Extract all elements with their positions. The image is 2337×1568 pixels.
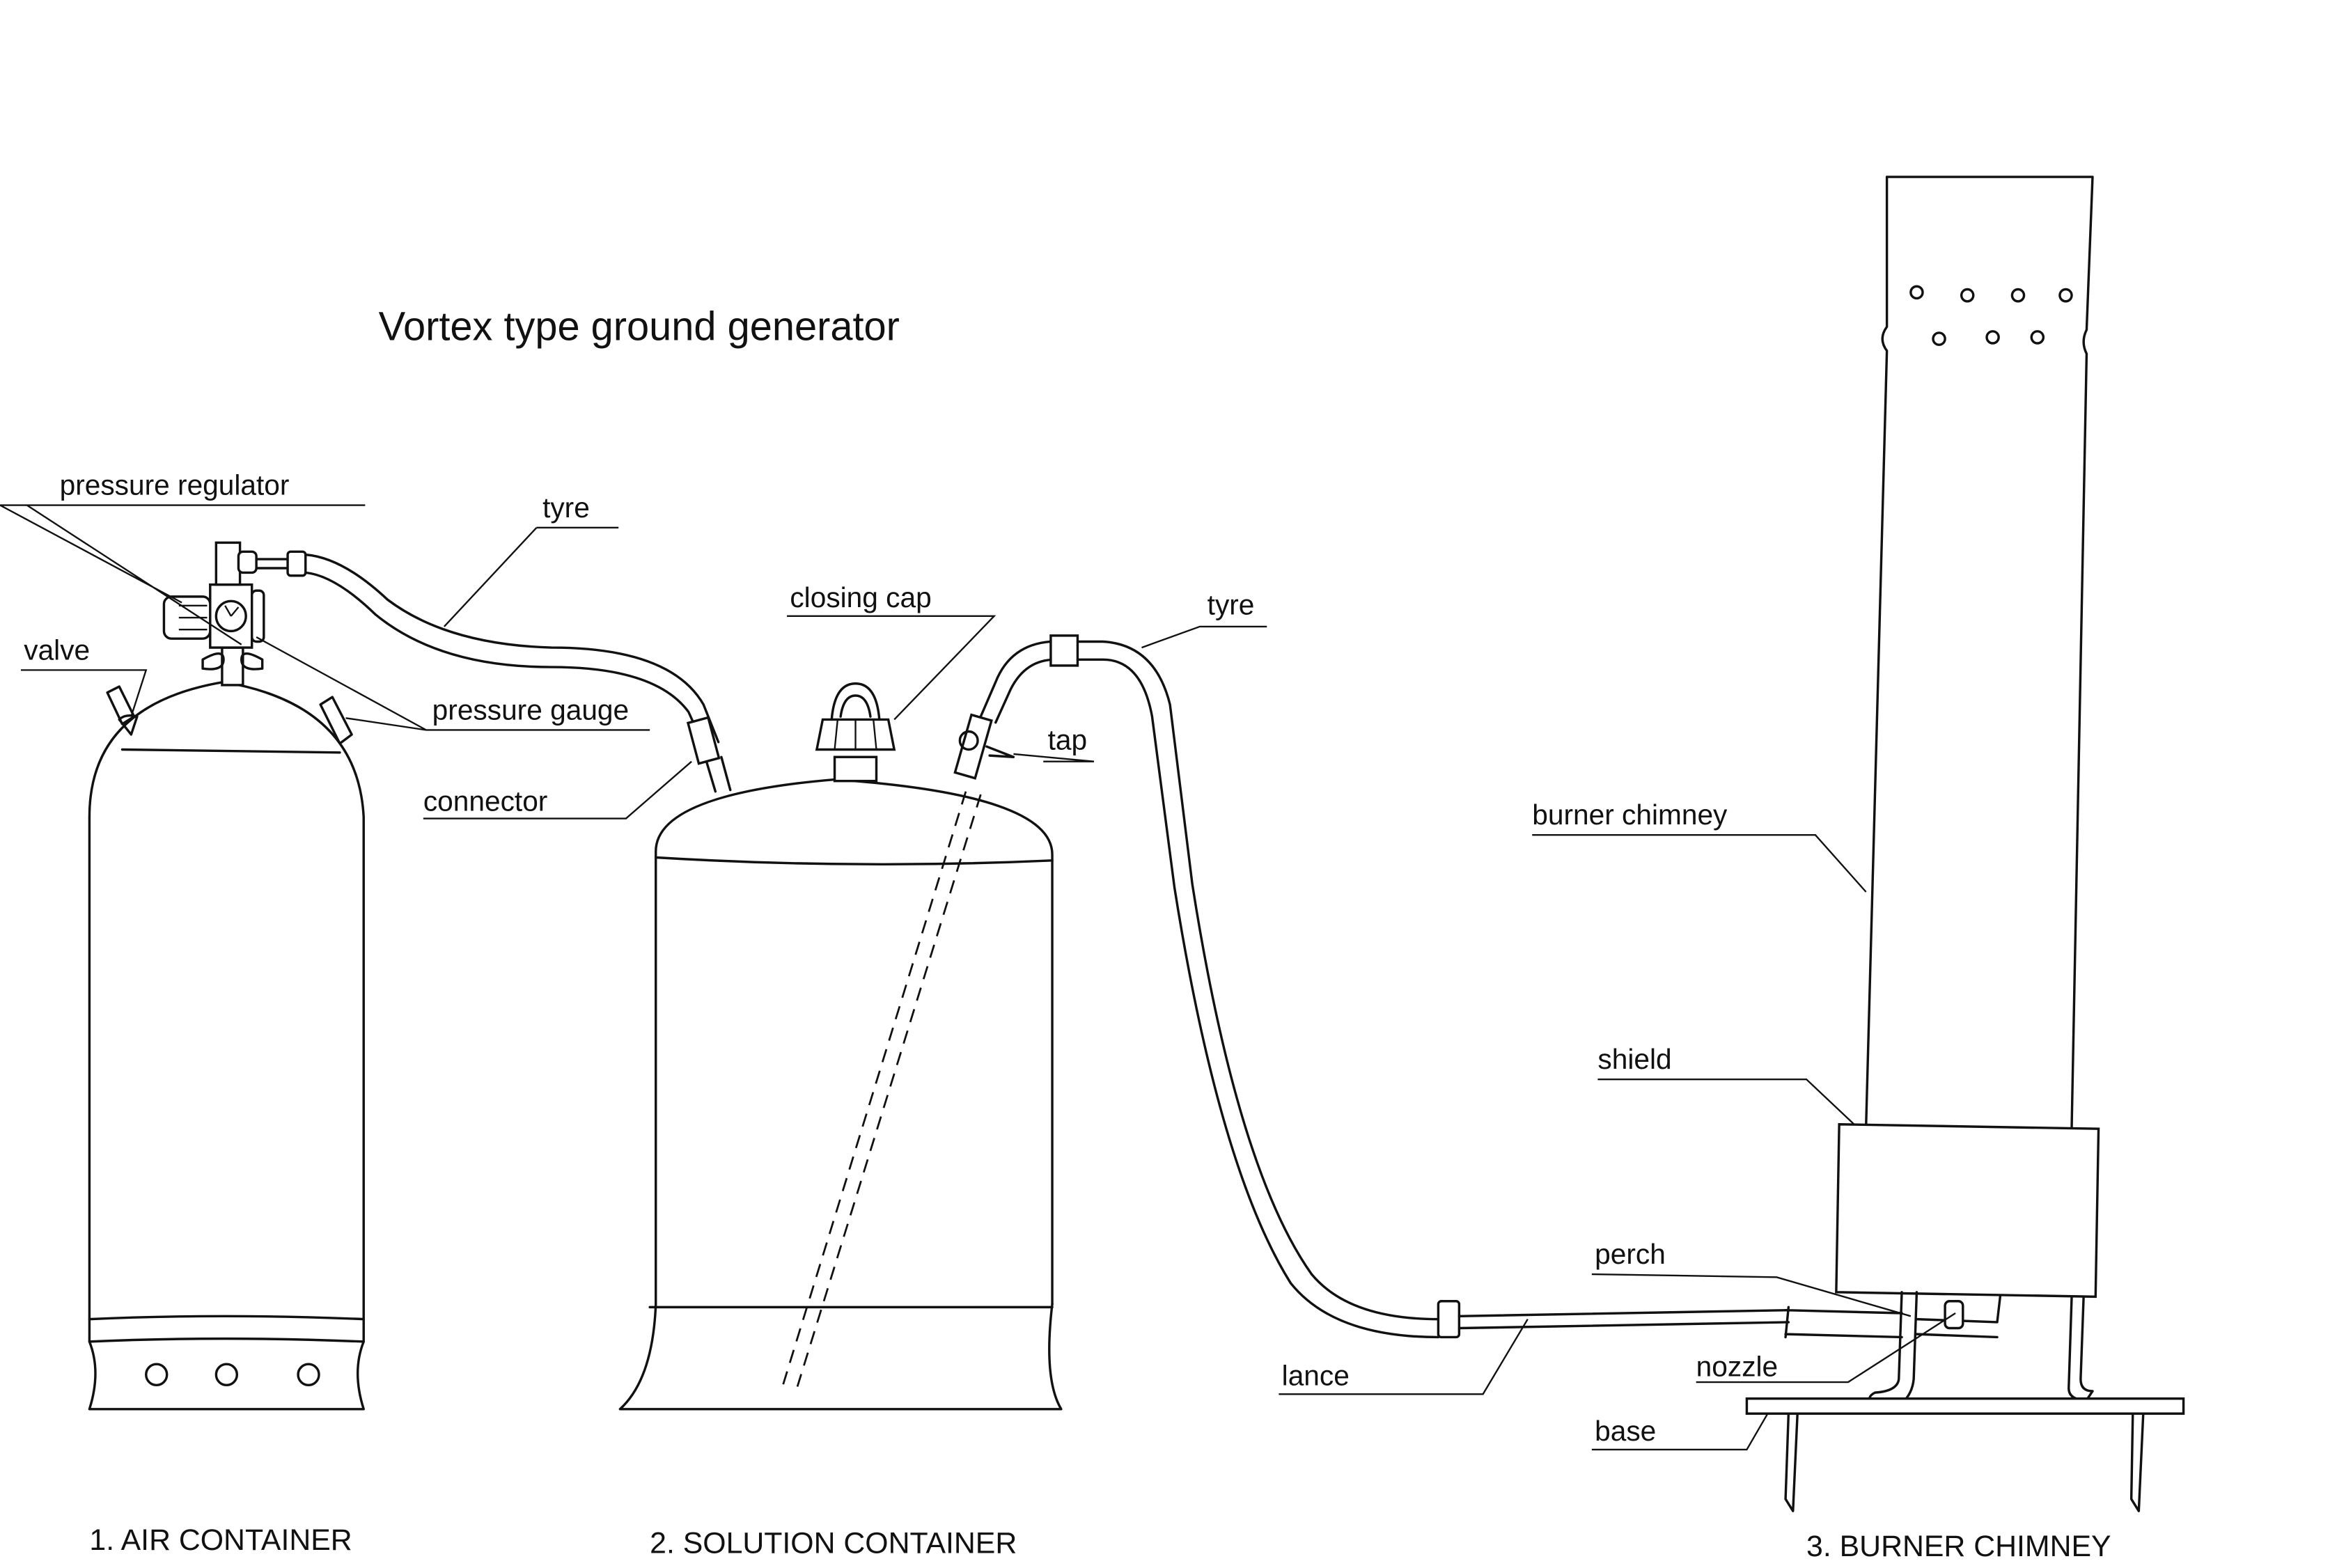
hose-clamp: [286, 550, 307, 577]
label-tyre-1: tyre: [542, 492, 590, 524]
shield-box: [1835, 1122, 2100, 1299]
burner-chimney: [1745, 175, 2185, 1512]
regulator-stem: [221, 646, 244, 687]
label-tyre-2: tyre: [1207, 589, 1255, 621]
vent-hole: [1909, 285, 1924, 300]
base-spike: [2129, 1412, 2145, 1512]
vent-hole: [2058, 288, 2073, 303]
caption-burner-chimney: 3. BURNER CHIMNEY: [1806, 1530, 2111, 1563]
caption-air-container: 1. AIR CONTAINER: [89, 1523, 352, 1557]
air-container-shoulder-line: [120, 748, 341, 754]
foot-hole: [214, 1363, 239, 1387]
hose-clamp: [1049, 634, 1079, 667]
label-valve: valve: [24, 634, 90, 666]
foot-hole: [297, 1363, 320, 1387]
solution-shoulder-line: [655, 856, 1054, 866]
air-container-ring: [88, 1315, 365, 1343]
perch-leg: [1868, 1291, 1918, 1404]
dip-tube: [781, 791, 967, 1387]
label-shield: shield: [1597, 1043, 1671, 1075]
regulator-top: [214, 541, 242, 586]
diagram-title: Vortex type ground generator: [379, 305, 900, 350]
label-perch: perch: [1595, 1238, 1666, 1270]
label-pressure-regulator: pressure regulator: [60, 469, 290, 501]
vent-hole: [2030, 330, 2045, 345]
foot-hole: [145, 1363, 169, 1387]
base-spike: [1784, 1412, 1799, 1512]
base-plate: [1745, 1397, 2185, 1415]
leader-lines: [0, 504, 1956, 1451]
air-container-foot: [88, 1340, 365, 1411]
label-pressure-gauge: pressure gauge: [432, 693, 629, 726]
label-tap: tap: [1048, 723, 1088, 755]
label-burner-chimney: burner chimney: [1532, 799, 1728, 831]
perch-bracket: [1784, 1306, 1903, 1339]
valve-handle-icon: [201, 652, 264, 671]
solution-container-body: [655, 778, 1054, 1306]
pressure-gauge-dial-icon: [214, 599, 247, 633]
label-lance: lance: [1282, 1359, 1350, 1391]
air-container-body: [88, 680, 365, 1321]
chimney-left-edge: [1864, 175, 1889, 1129]
label-closing-cap: closing cap: [790, 581, 931, 613]
chimney-right-edge: [1885, 175, 2094, 1129]
hose-fitting: [255, 558, 289, 570]
solution-container-foot: [618, 1303, 1063, 1411]
lance-clamp: [1437, 1300, 1461, 1339]
tap-handle-icon: [958, 730, 979, 751]
connector-fitting: [686, 716, 721, 765]
air-container: [88, 541, 365, 1411]
vent-hole: [1932, 331, 1946, 346]
lance-tube: [1457, 1308, 1790, 1330]
cap-loop: [830, 682, 881, 721]
pressure-gauge-fitting-icon: [319, 696, 353, 745]
label-base: base: [1595, 1415, 1656, 1447]
tap-body: [953, 713, 993, 780]
caption-solution-container: 2. SOLUTION CONTAINER: [650, 1526, 1017, 1560]
tyre-hose-1: [304, 553, 732, 793]
perch-leg: [2068, 1295, 2094, 1402]
cap-neck: [833, 755, 878, 783]
solution-container: [618, 682, 1063, 1411]
vent-hole: [1960, 288, 1975, 303]
tyre-hose-2: [979, 634, 1790, 1339]
vent-hole: [2010, 288, 2026, 303]
label-connector: connector: [423, 785, 548, 817]
label-nozzle: nozzle: [1696, 1350, 1778, 1382]
vent-hole: [1985, 330, 2000, 345]
